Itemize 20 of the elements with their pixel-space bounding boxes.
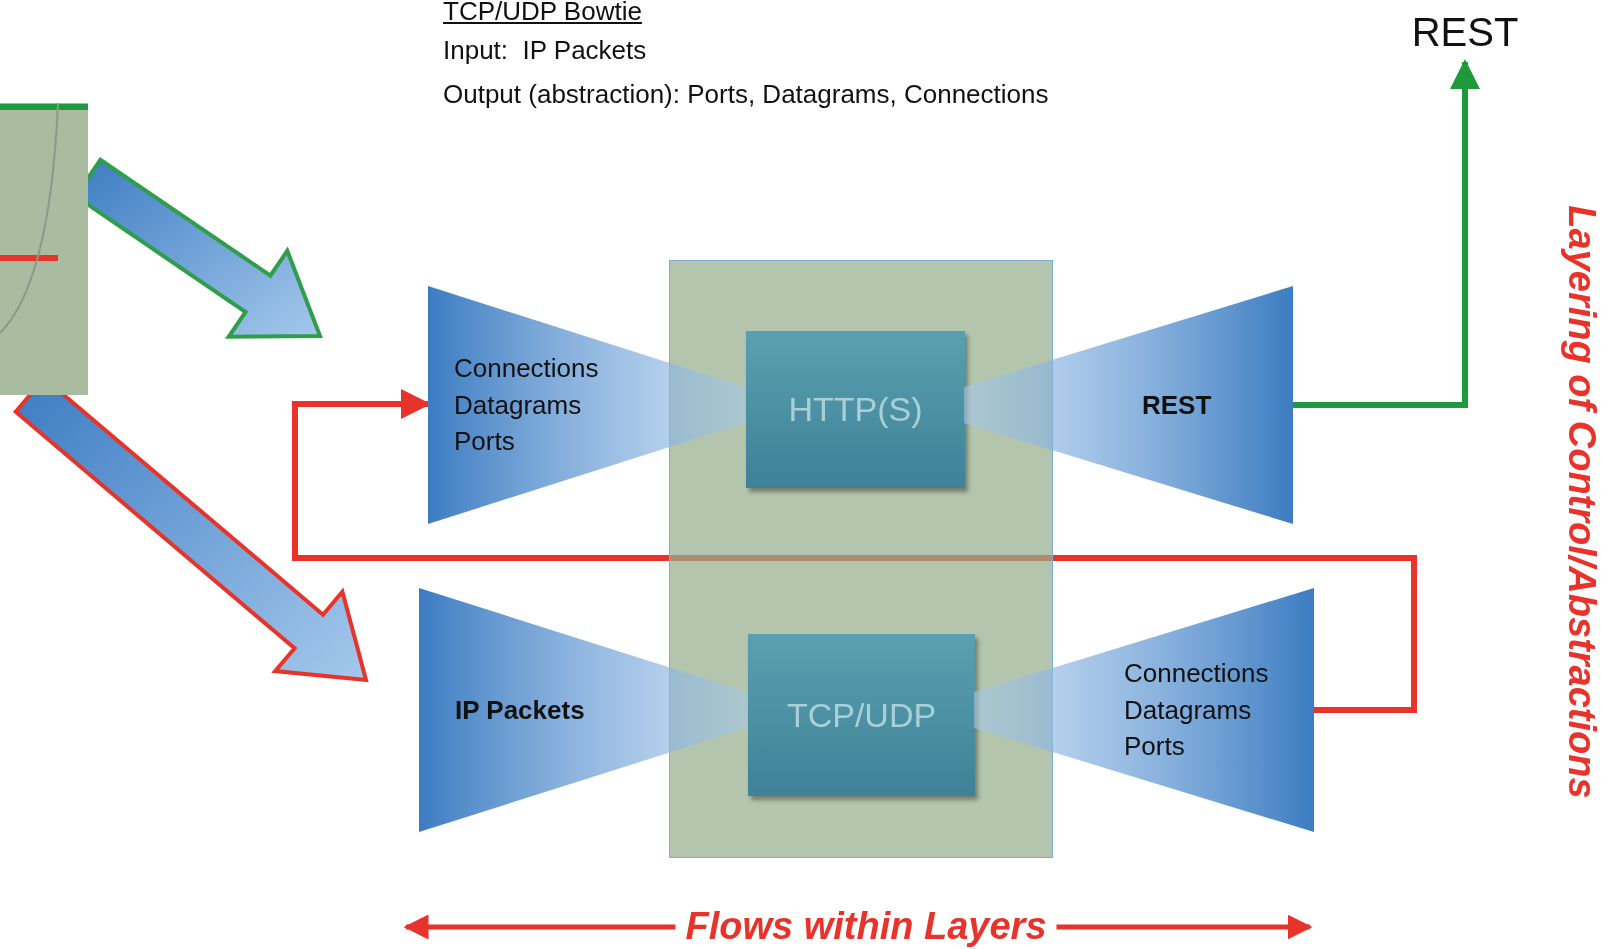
layer-label: TCP/UDP (786, 695, 937, 735)
layer-band (669, 260, 1053, 858)
output-label: REST (1411, 9, 1519, 55)
axis-title: Layering of Control/Abstractions (1559, 205, 1603, 799)
bowtie-label: REST (1142, 388, 1212, 422)
layer-label: HTTP(S) (788, 390, 923, 429)
input-note: Input: IP Packets (443, 35, 647, 66)
bowtie-half (974, 588, 1314, 832)
protocol-box (746, 331, 965, 488)
output-note: Output (abstraction): Ports, Datagrams, Connections (443, 79, 1049, 110)
connector-arrow (1293, 59, 1480, 408)
bowtie-half (964, 286, 1293, 524)
bowtie-half (428, 286, 745, 524)
bowtie-label: IP Packets (455, 693, 585, 727)
heading: TCP/UDP Bowtie (443, 0, 642, 27)
bowtie-half (419, 588, 747, 832)
bowtie-label: Connections Datagrams Ports (454, 352, 599, 459)
side-panel (0, 103, 88, 395)
protocol-box (748, 634, 975, 796)
bowtie-label: Connections Datagrams Ports (1124, 657, 1269, 764)
